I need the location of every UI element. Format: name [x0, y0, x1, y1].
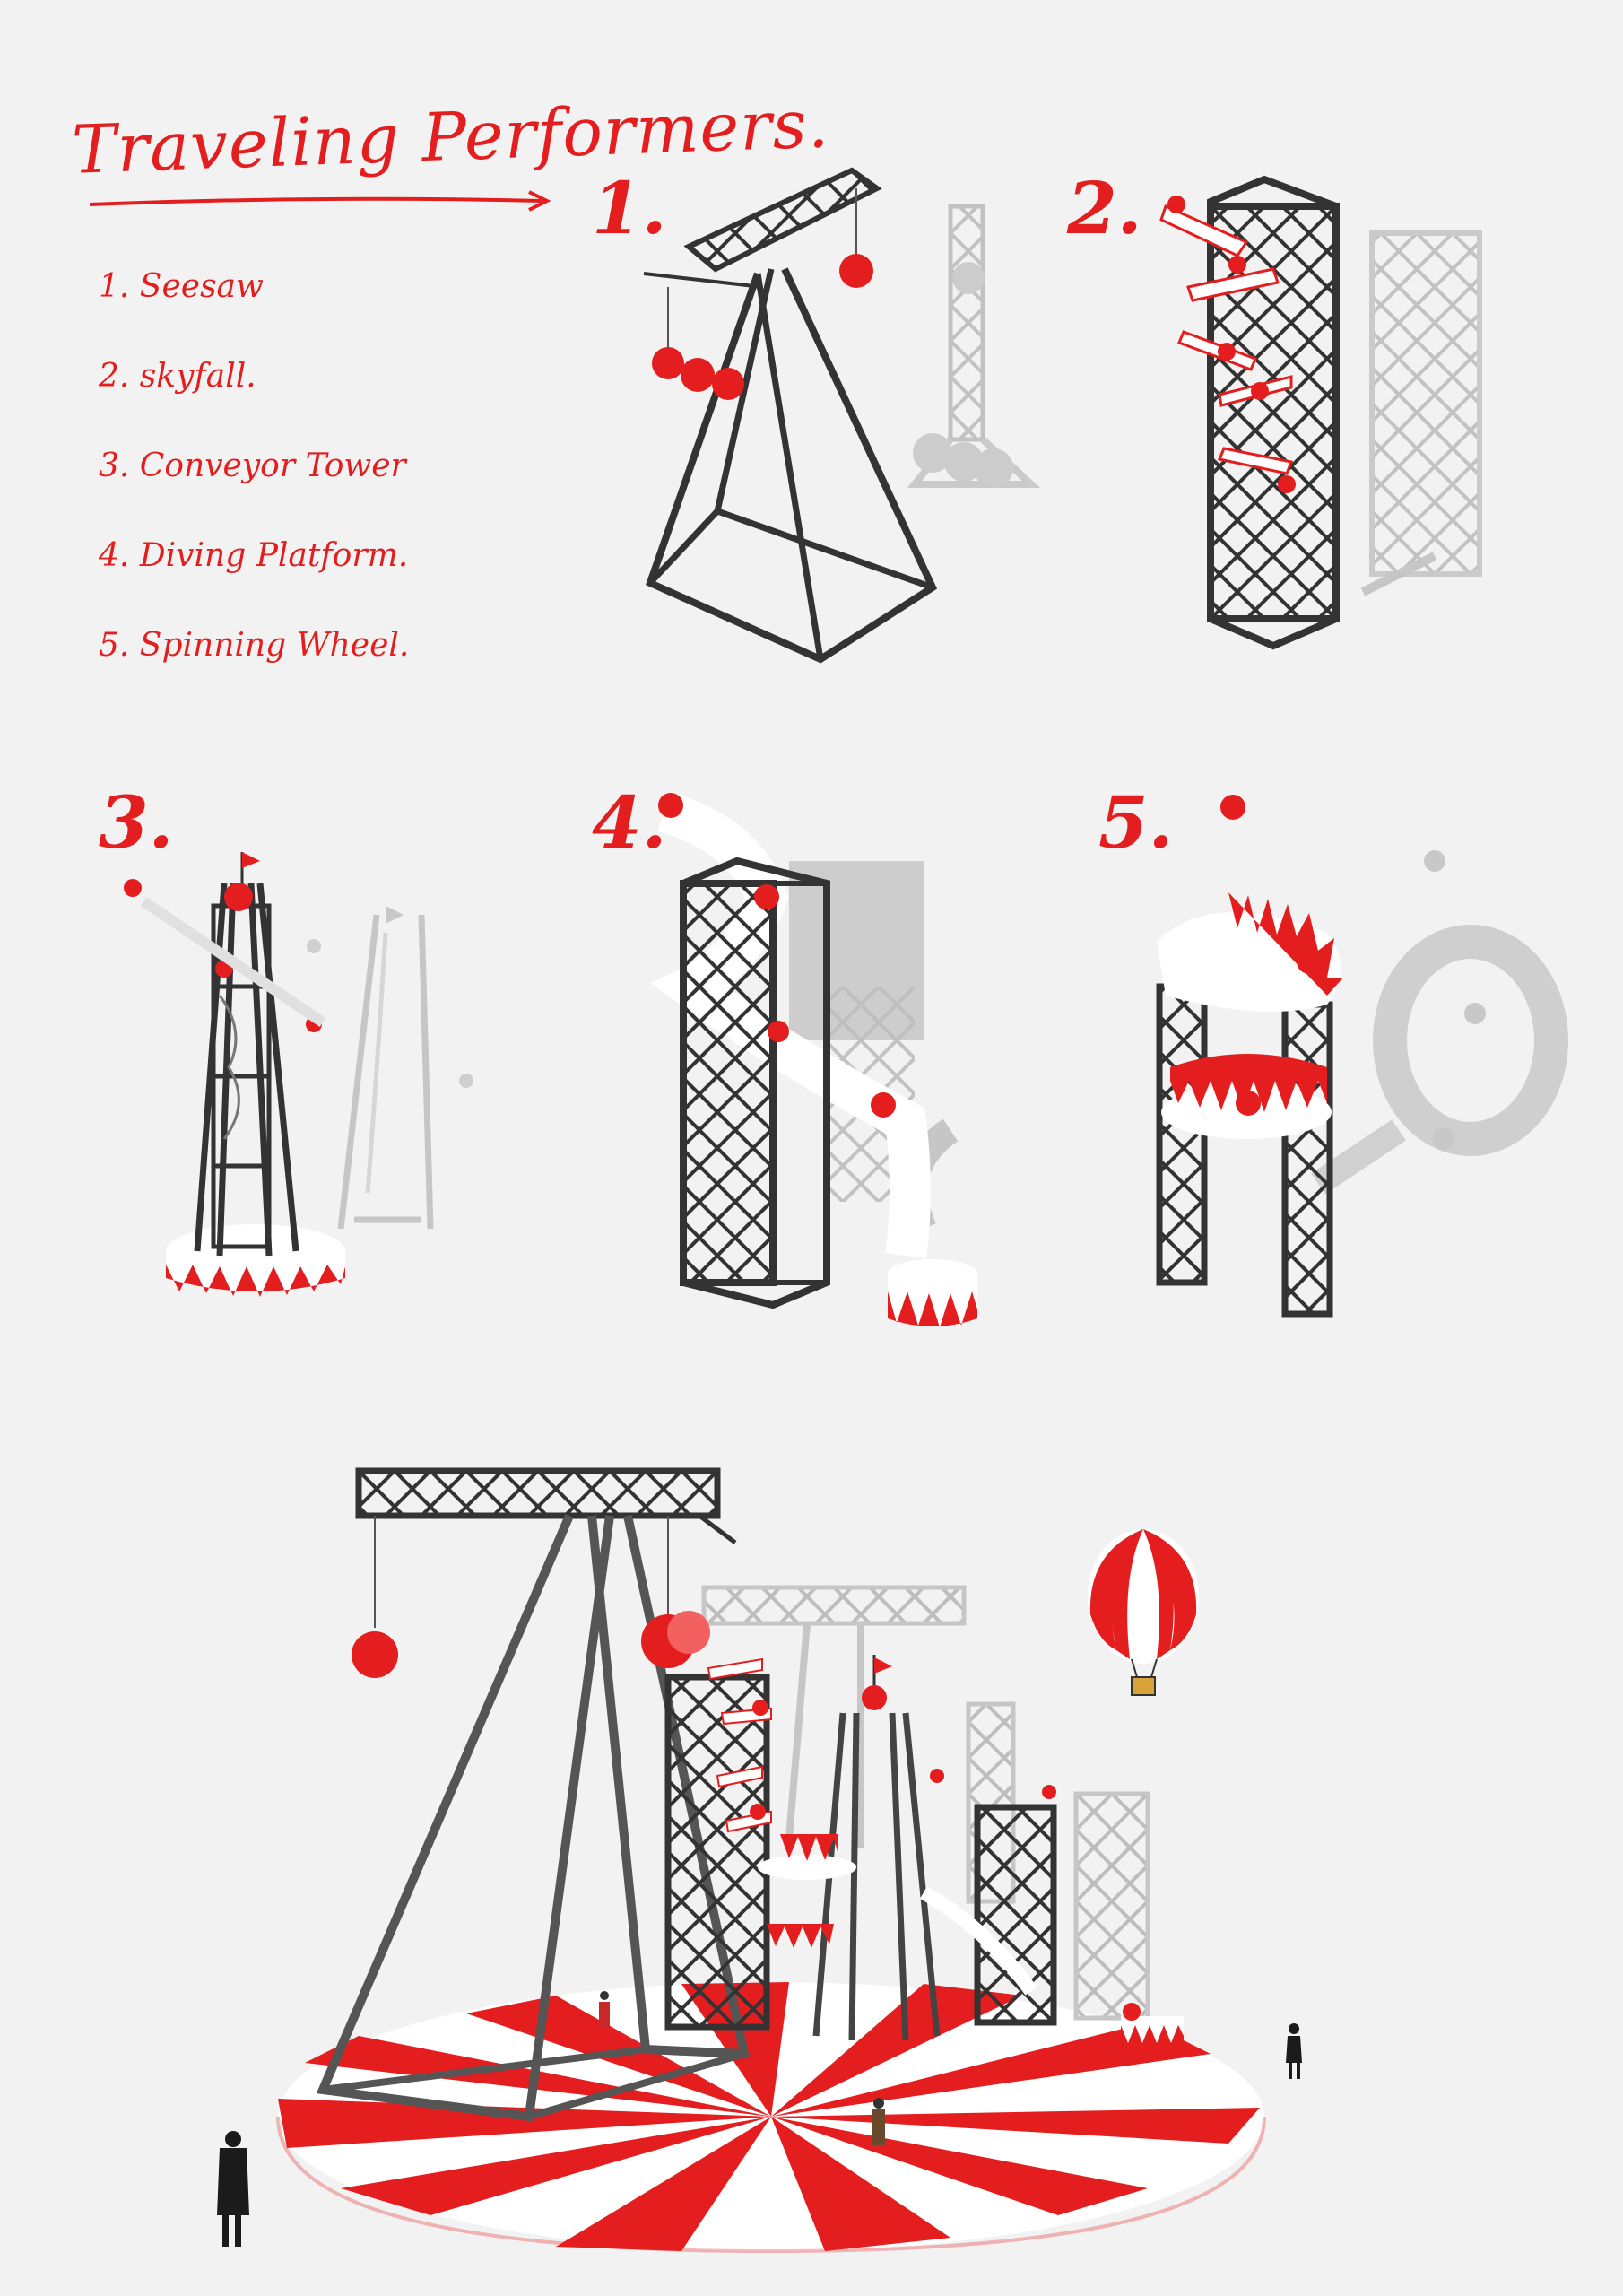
- seesaw-structure: [643, 167, 1041, 664]
- panel-number-1: 1.: [592, 166, 667, 250]
- legend-item-spinning-wheel: 5. Spinning Wheel.: [99, 627, 410, 664]
- conveyor-tower: [124, 852, 473, 1297]
- people: [217, 1991, 1302, 2247]
- legend-item-skyfall: 2. skyfall.: [99, 358, 256, 395]
- legend-item-conveyor-tower: 3. Conveyor Tower: [99, 448, 406, 484]
- panel-number-4: 4.: [592, 780, 667, 865]
- spinning-wheel: [1156, 795, 1568, 1318]
- hot-air-balloon: [1088, 1529, 1199, 1696]
- title-underline-arrow: [90, 190, 551, 212]
- panel-number-5: 5.: [1098, 780, 1174, 865]
- panel-number-2: 2.: [1067, 166, 1142, 250]
- combined-scene: [217, 1467, 1302, 2254]
- diving-platform: [650, 791, 977, 1327]
- skyfall-tower: [1159, 175, 1482, 650]
- legend-list: 1. Seesaw 2. skyfall. 3. Conveyor Tower …: [99, 260, 409, 709]
- panel-number-3: 3.: [99, 780, 174, 865]
- legend-item-seesaw: 1. Seesaw: [99, 268, 264, 305]
- legend-item-diving-platform: 4. Diving Platform.: [99, 537, 409, 574]
